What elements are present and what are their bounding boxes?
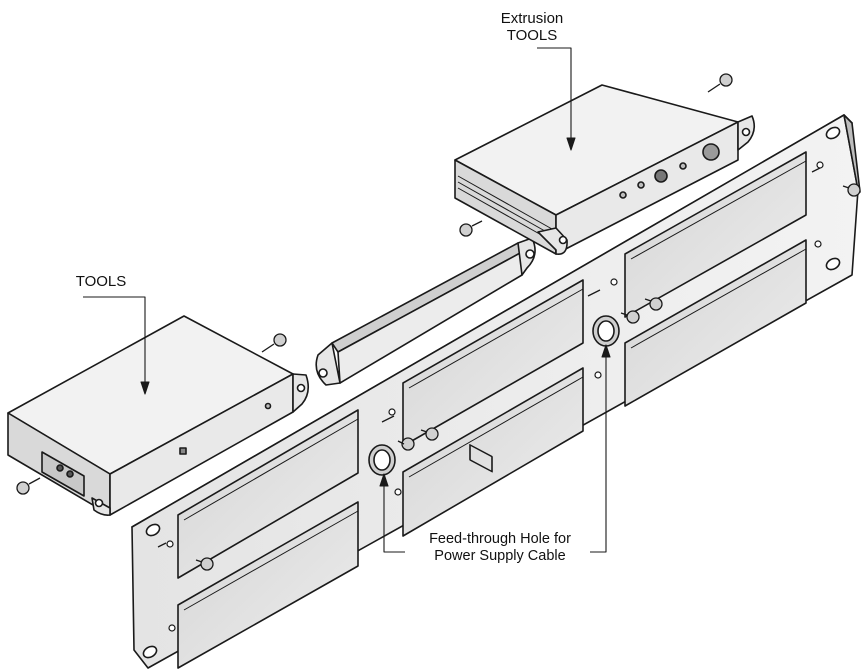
panel-hole [168, 624, 176, 632]
callout-lines [83, 47, 611, 553]
leader-feed-right [590, 347, 607, 553]
screw-icon [459, 220, 483, 237]
label-feed-through: Feed-through Hole for Power Supply Cable [395, 531, 605, 565]
feed-through-hole-left [368, 444, 396, 476]
leader-tools [83, 296, 146, 392]
label-tools: TOOLS [66, 273, 136, 290]
slot-upper-middle [402, 279, 584, 447]
panel-hole [166, 540, 174, 548]
panel-hole [394, 488, 402, 496]
slot-lower-middle [402, 367, 584, 537]
feed-through-hole-right [592, 315, 620, 347]
panel-hole [610, 278, 618, 286]
label-feed-line1: Feed-through Hole for [429, 531, 571, 547]
panel-hole [594, 371, 602, 379]
screw-icon [261, 333, 287, 353]
slot-lower-left [177, 501, 359, 669]
leader-feed-left [383, 476, 405, 553]
screw-icon [620, 310, 640, 324]
ear-hole-top-left [145, 523, 161, 537]
panel-screws [157, 167, 861, 571]
panel-hole [814, 240, 822, 248]
rack-panel [131, 114, 861, 669]
panel-hole [388, 408, 396, 416]
blank-plate [315, 237, 536, 386]
panel-hole [816, 161, 824, 169]
screw-icon [842, 183, 861, 197]
ear-hole-top-right [825, 126, 841, 140]
label-tools-text: TOOLS [75, 273, 127, 290]
label-extrusion-line2: TOOLS [506, 27, 558, 44]
lower-device [7, 315, 310, 516]
upper-device [454, 73, 756, 473]
screw-icon [16, 477, 41, 495]
label-feed-line2: Power Supply Cable [434, 548, 566, 564]
ear-hole-bottom-right [825, 257, 841, 271]
screw-icon [707, 73, 733, 93]
label-extrusion-tools: Extrusion TOOLS [482, 10, 582, 44]
label-extrusion-line1: Extrusion [500, 10, 564, 27]
screw-icon [195, 557, 214, 571]
slot-upper-left [177, 409, 359, 579]
leader-extrusion [537, 47, 572, 148]
ear-hole-bottom-left [142, 645, 158, 659]
slot-upper-right [624, 151, 807, 318]
screw-icon [381, 415, 415, 451]
screw-icon [420, 427, 439, 441]
screw-icon [644, 297, 663, 311]
slot-lower-right [624, 239, 807, 407]
